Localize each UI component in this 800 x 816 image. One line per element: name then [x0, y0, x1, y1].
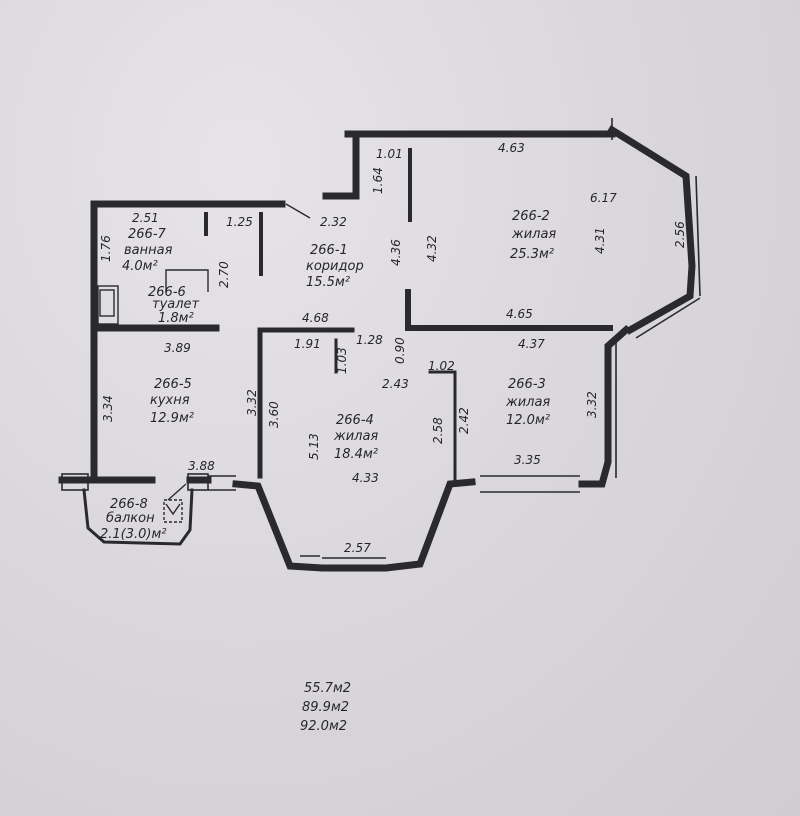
window-line	[695, 175, 701, 297]
dimension-labels: 1.01 4.63 6.17 1.64 2.32 2.51 1.25 1.76 …	[99, 141, 687, 555]
dimension-label: 3.60	[267, 401, 281, 428]
dimension-label: 4.68	[302, 311, 329, 325]
room-266-7-area: 4.0м²	[122, 259, 158, 274]
dimension-label: 1.03	[335, 347, 349, 374]
room-266-1-id: 266-1	[310, 243, 348, 258]
dimension-label: 2.56	[673, 221, 687, 248]
room-266-4-name: жилая	[333, 429, 378, 444]
room-266-6-id: 266-6	[148, 285, 186, 300]
room-266-2-area: 25.3м²	[510, 247, 554, 262]
dimension-label: 3.35	[514, 453, 541, 467]
bathtub-box	[99, 289, 115, 317]
room-266-4-area: 18.4м²	[334, 447, 378, 462]
room-266-7-name: ванная	[124, 243, 173, 258]
room-266-3-id: 266-3	[508, 377, 546, 392]
dimension-label: 4.32	[425, 235, 439, 262]
dimension-label: 1.25	[226, 215, 253, 229]
dimension-label: 1.28	[356, 333, 383, 347]
room-266-3-name: жилая	[505, 395, 550, 410]
dimension-label: 2.58	[431, 417, 445, 444]
dimension-label: 4.37	[518, 337, 545, 351]
dimension-label: 4.31	[593, 227, 607, 254]
dimension-label: 1.76	[99, 235, 113, 262]
room-266-8-id: 266-8	[110, 497, 148, 512]
dimension-label: 2.57	[344, 541, 371, 555]
dimension-label: 2.43	[382, 377, 409, 391]
wall-room4-top	[257, 327, 355, 479]
dimension-label: 2.42	[457, 407, 471, 434]
dimension-label: 2.70	[217, 261, 231, 288]
dimension-label: 2.32	[320, 215, 347, 229]
wall-room3-left	[428, 370, 457, 482]
walls	[58, 125, 696, 572]
wall-room2-bottom	[405, 289, 613, 331]
door-swing	[167, 483, 187, 501]
dimension-label: 5.13	[307, 433, 321, 460]
window-line	[61, 473, 89, 491]
balcony-vent-mark	[165, 503, 181, 516]
dimension-label: 3.88	[188, 459, 215, 473]
dimension-label: 1.02	[428, 359, 455, 373]
dimension-label: 3.32	[245, 389, 259, 416]
window-line	[187, 473, 209, 491]
room-266-2-name: жилая	[511, 227, 556, 242]
dimension-label: 1.01	[376, 147, 403, 161]
wall-balcony-outline	[82, 488, 194, 546]
room-266-1-name: коридор	[306, 259, 364, 274]
room-266-5-id: 266-5	[154, 377, 192, 392]
total-area: 89.9м2	[302, 700, 349, 715]
room-266-5-name: кухня	[150, 393, 190, 408]
room-266-7-id: 266-7	[128, 227, 167, 242]
windows	[61, 118, 701, 559]
door-swing	[285, 203, 311, 219]
dimension-label: 3.32	[585, 391, 599, 418]
room-266-1-area: 15.5м²	[306, 275, 350, 290]
wall-bay-room2	[607, 125, 696, 335]
room-266-8-area: 2.1(3.0)м²	[100, 527, 167, 542]
room-266-6-name: туалет	[152, 297, 200, 312]
total-living-area: 55.7м2	[304, 681, 351, 696]
room-266-3-area: 12.0м²	[506, 413, 550, 428]
window-line	[635, 297, 701, 339]
dimension-label: 3.34	[101, 395, 115, 422]
dimension-label: 0.90	[393, 337, 407, 364]
dimension-label: 3.89	[164, 341, 191, 355]
room-266-8-name: балкон	[106, 511, 155, 526]
area-totals: 55.7м2 89.9м2 92.0м2	[300, 681, 351, 734]
dimension-label: 2.51	[132, 211, 159, 225]
wall-room3-right	[578, 325, 631, 488]
dimension-label: 4.63	[498, 141, 525, 155]
dimension-label: 1.64	[371, 167, 385, 194]
room-266-5-area: 12.9м²	[150, 411, 194, 426]
wall-corridor-top-left	[322, 134, 360, 200]
wall-bay-room4	[232, 478, 476, 572]
dimension-label: 6.17	[590, 191, 617, 205]
room-266-2-id: 266-2	[512, 209, 550, 224]
room-266-4-id: 266-4	[336, 413, 374, 428]
dimension-label: 4.65	[506, 307, 533, 321]
dimension-label: 4.36	[389, 239, 403, 266]
dimension-label: 1.91	[294, 337, 321, 351]
dimension-label: 4.33	[352, 471, 379, 485]
toilet-partition	[165, 269, 209, 292]
toilet-enclosure	[97, 285, 119, 325]
room-labels: 266-1 коридор 15.5м² 266-2 жилая 25.3м² …	[100, 209, 556, 542]
room-266-6-area: 1.8м²	[158, 311, 194, 326]
fixtures	[97, 203, 311, 523]
total-area-with-balcony: 92.0м2	[300, 719, 347, 734]
balcony-vent	[163, 499, 183, 523]
